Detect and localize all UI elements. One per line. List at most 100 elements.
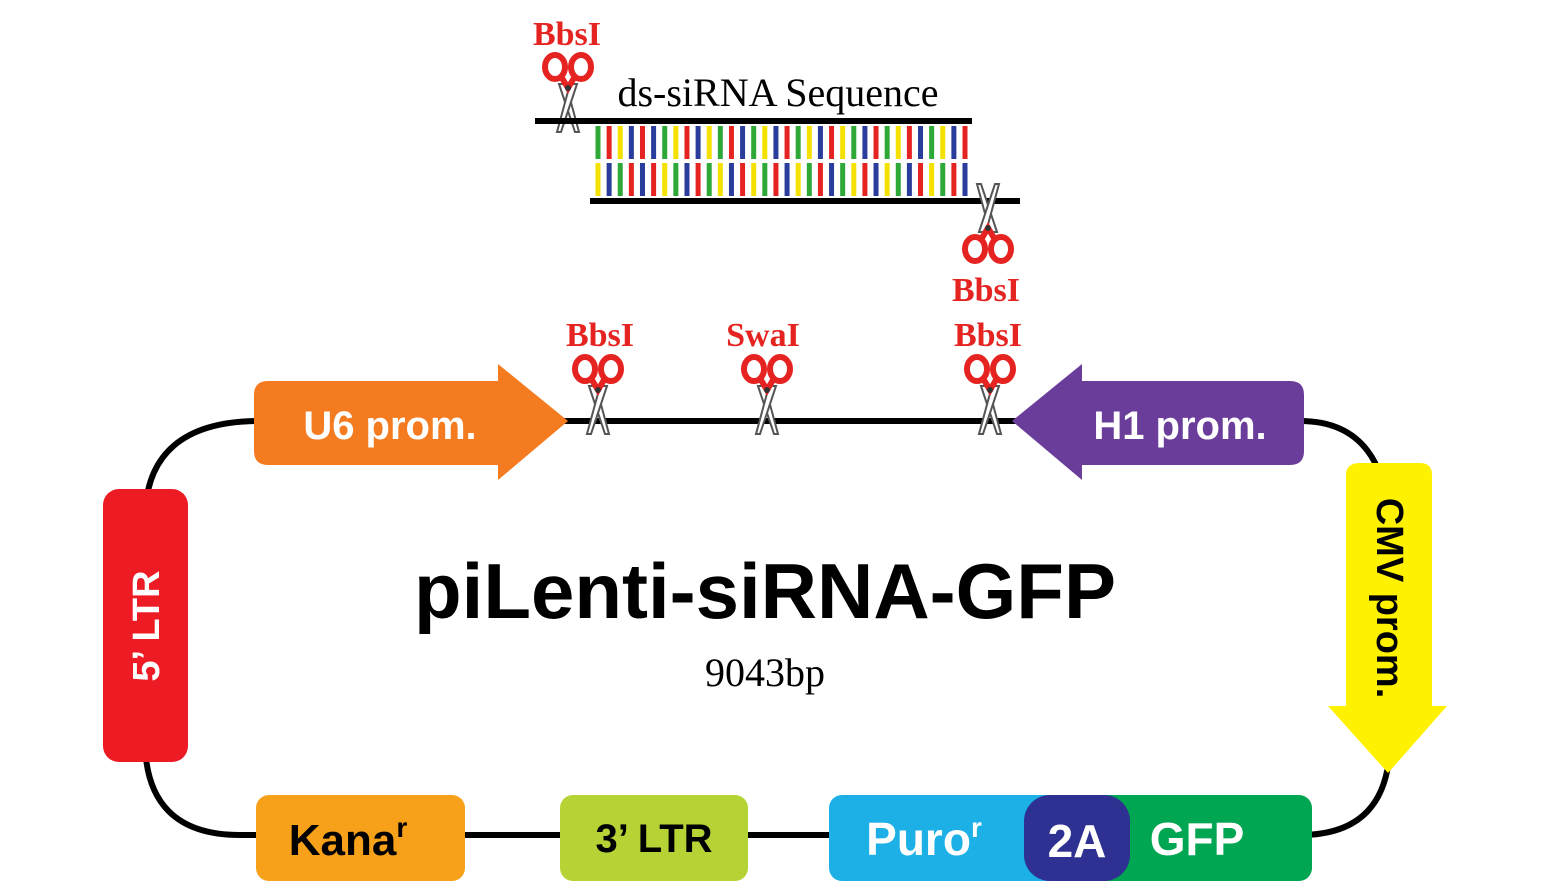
base-bottom <box>840 163 846 196</box>
base-bottom <box>806 163 812 196</box>
base-bottom <box>673 163 679 196</box>
gfp-label: GFP <box>1150 813 1245 865</box>
base-top <box>706 126 712 159</box>
base-top <box>806 126 812 159</box>
base-bottom <box>606 163 612 196</box>
ltr3-label: 3’ LTR <box>595 817 712 861</box>
base-bottom <box>706 163 712 196</box>
base-bottom <box>628 163 634 196</box>
base-top <box>951 126 957 159</box>
base-top <box>862 126 868 159</box>
kana-feature: Kanar <box>256 795 465 881</box>
cmv-promoter: CMV prom. <box>1328 463 1447 773</box>
base-top <box>829 126 835 159</box>
base-bottom <box>795 163 801 196</box>
base-top <box>751 126 757 159</box>
base-bottom <box>695 163 701 196</box>
base-top <box>651 126 657 159</box>
base-bottom <box>962 163 968 196</box>
base-bottom <box>751 163 757 196</box>
base-top <box>929 126 935 159</box>
puro-name: Puro <box>866 813 971 865</box>
base-bottom <box>951 163 957 196</box>
site-bbsi-left: BbsI <box>566 317 634 434</box>
kana-name: Kana <box>289 816 397 865</box>
base-bottom <box>595 163 601 196</box>
base-top <box>728 126 734 159</box>
base-bottom <box>862 163 868 196</box>
base-top <box>695 126 701 159</box>
base-top <box>873 126 879 159</box>
gfp-shape <box>1090 795 1312 881</box>
base-top <box>762 126 768 159</box>
base-top <box>606 126 612 159</box>
ltr5-shape <box>103 489 188 762</box>
ltr5-feature: 5’ LTR <box>103 489 188 762</box>
ltr3-feature: 3’ LTR <box>560 795 748 881</box>
base-top <box>595 126 601 159</box>
base-top <box>918 126 924 159</box>
base-bottom <box>617 163 623 196</box>
base-top <box>884 126 890 159</box>
base-top <box>628 126 634 159</box>
p2a-label: 2A <box>1048 815 1107 867</box>
sirna-insert: BbsI ds-siRNA Sequence BbsI <box>533 16 1020 309</box>
base-top <box>940 126 946 159</box>
h1-promoter-label: H1 prom. <box>1093 404 1266 448</box>
kana-superscript: r <box>396 812 407 843</box>
u6-promoter-shape <box>254 364 568 480</box>
insert-label: ds-siRNA Sequence <box>617 70 938 115</box>
insert-bottom-scissors-icon <box>965 184 1011 261</box>
base-bottom <box>817 163 823 196</box>
base-top <box>817 126 823 159</box>
u6-promoter: U6 prom. <box>254 364 568 480</box>
base-top <box>851 126 857 159</box>
base-bottom <box>684 163 690 196</box>
base-top <box>717 126 723 159</box>
base-bottom <box>762 163 768 196</box>
base-bottom <box>851 163 857 196</box>
base-top <box>795 126 801 159</box>
site-swai-label: SwaI <box>726 317 800 354</box>
kana-shape <box>256 795 465 881</box>
base-top <box>617 126 623 159</box>
insert-bottom-scissors <box>965 184 1011 261</box>
base-top <box>895 126 901 159</box>
base-top <box>784 126 790 159</box>
plasmid-size: 9043bp <box>705 650 825 695</box>
puro-label: Puror <box>866 812 982 865</box>
base-bottom <box>895 163 901 196</box>
base-top <box>662 126 668 159</box>
base-bottom <box>717 163 723 196</box>
puro-2a-gfp-cassette: Puror 2A GFP <box>829 795 1312 881</box>
base-bottom <box>784 163 790 196</box>
base-top <box>773 126 779 159</box>
base-bottom <box>940 163 946 196</box>
base-top <box>740 126 746 159</box>
cmv-promoter-label: CMV prom. <box>1368 498 1410 699</box>
base-top <box>840 126 846 159</box>
insert-top-enzyme-label: BbsI <box>533 16 601 53</box>
h1-promoter-shape <box>1012 364 1304 480</box>
cmv-promoter-shape <box>1328 463 1447 773</box>
p2a-shape <box>1024 795 1130 881</box>
base-top <box>962 126 968 159</box>
base-top <box>673 126 679 159</box>
base-top <box>906 126 912 159</box>
base-bottom <box>873 163 879 196</box>
puro-shape <box>829 795 1059 881</box>
h1-promoter: H1 prom. <box>1012 364 1304 480</box>
ltr5-label: 5’ LTR <box>126 570 168 681</box>
base-bottom <box>773 163 779 196</box>
base-bottom <box>918 163 924 196</box>
base-bottom <box>639 163 645 196</box>
base-top <box>639 126 645 159</box>
base-top <box>684 126 690 159</box>
ltr3-shape <box>560 795 748 881</box>
site-bbsi-right-label: BbsI <box>954 317 1022 354</box>
site-bbsi-right: BbsI <box>954 317 1022 434</box>
site-swai: SwaI <box>726 317 800 434</box>
site-bbsi-left-label: BbsI <box>566 317 634 354</box>
base-bottom <box>728 163 734 196</box>
